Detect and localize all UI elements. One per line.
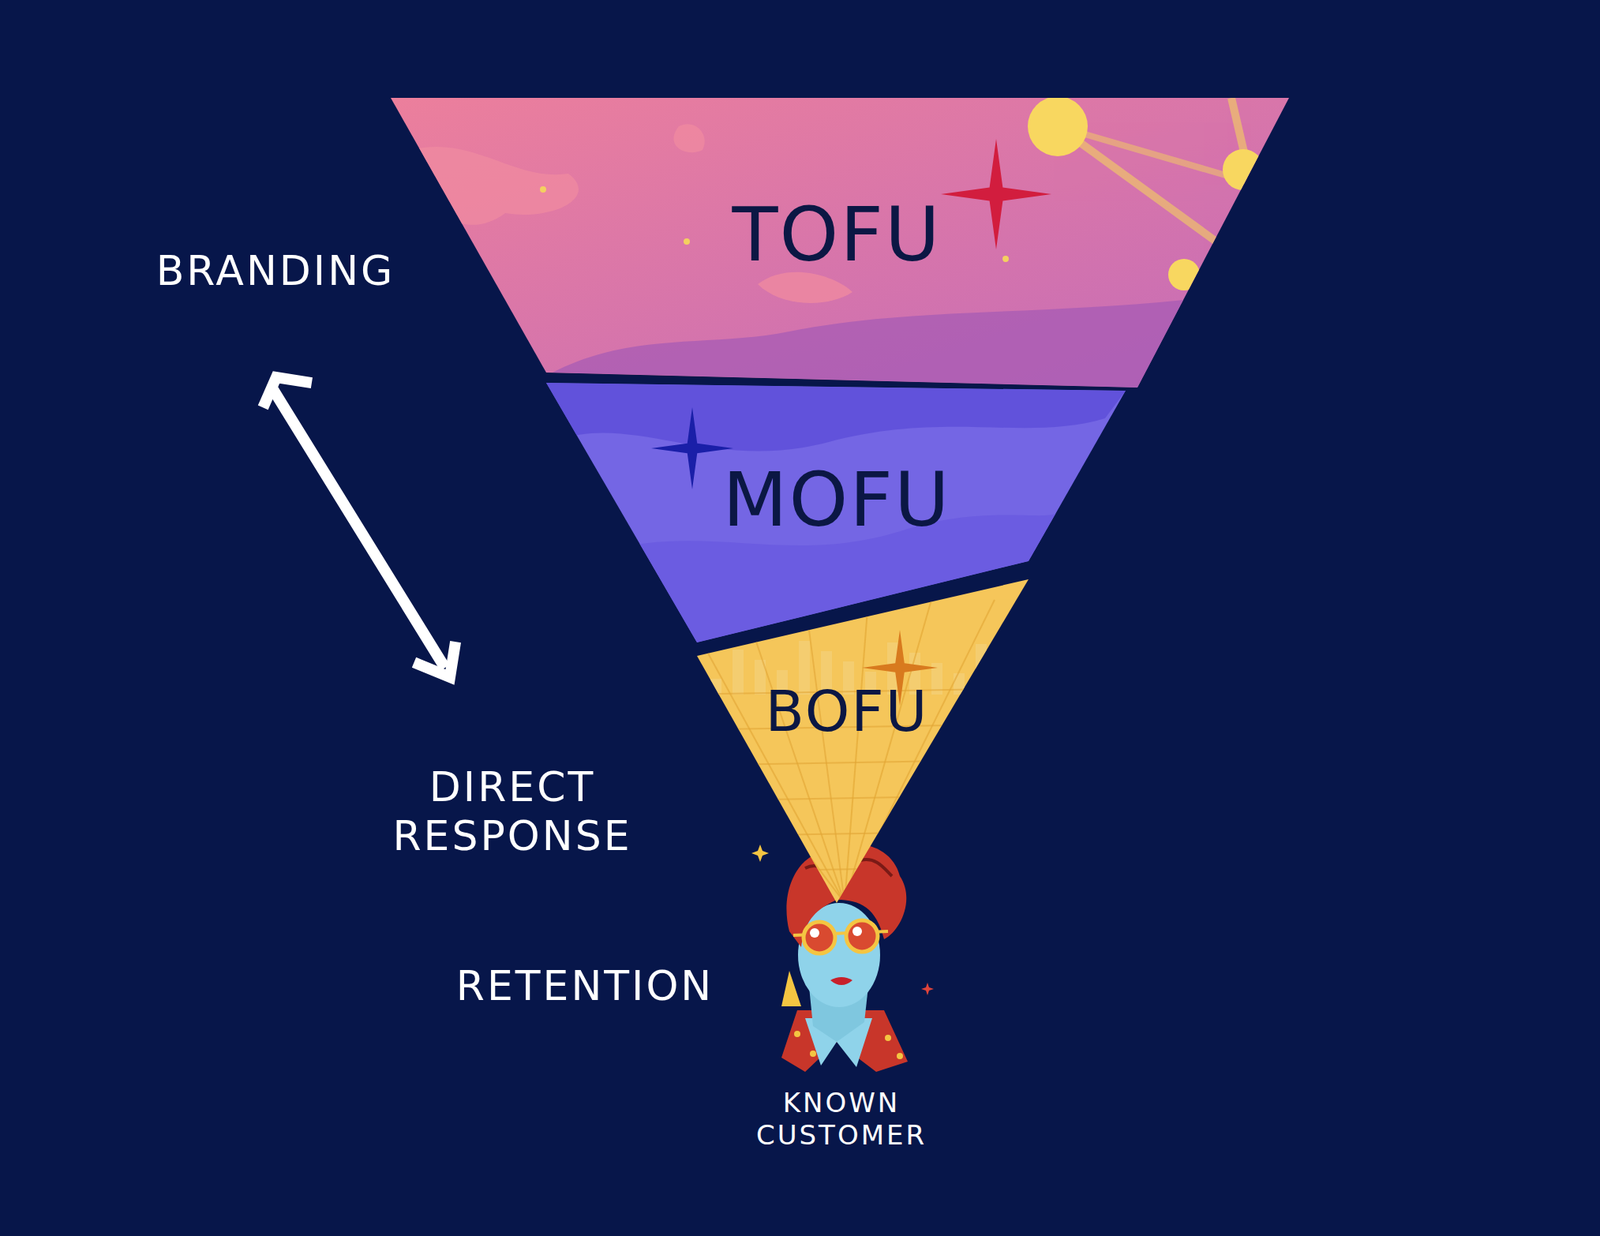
stage-label: MOFU bbox=[723, 462, 952, 538]
stage-label: TOFU bbox=[732, 197, 942, 273]
funnel-band: BOFU bbox=[696, 579, 1029, 904]
stage-caption: DIRECT RESPONSE bbox=[362, 762, 663, 862]
funnel-band: MOFU bbox=[546, 382, 1126, 643]
stage-label: BOFU bbox=[765, 682, 930, 740]
funnel-band: TOFU bbox=[390, 97, 1289, 389]
stage-caption: KNOWN CUSTOMER bbox=[730, 1086, 952, 1152]
stage-caption: BRANDING bbox=[109, 246, 442, 296]
stage-caption: RETENTION bbox=[419, 961, 751, 1011]
band-shape bbox=[696, 579, 1029, 904]
double-arrow bbox=[265, 377, 455, 678]
